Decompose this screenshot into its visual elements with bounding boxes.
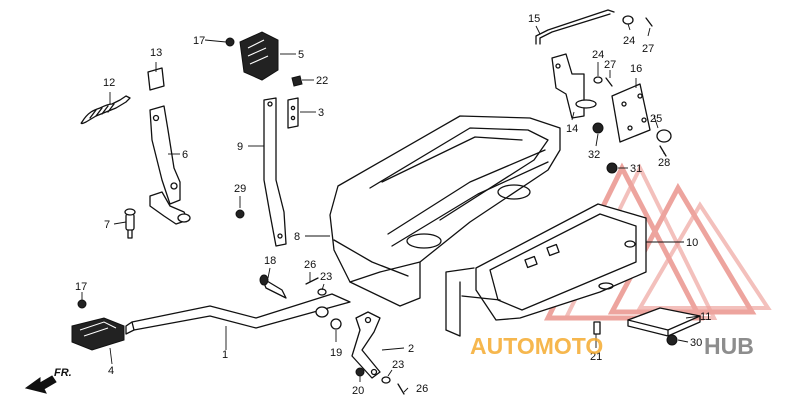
callout-17-upper: 17	[193, 35, 205, 47]
callout-21: 21	[590, 351, 602, 363]
watermark-text: AUTOMOTO HUB	[470, 333, 754, 359]
callout-22: 22	[316, 75, 328, 87]
part-rod	[263, 97, 287, 247]
part-cover	[329, 115, 561, 307]
callout-11: 11	[700, 311, 711, 323]
front-direction-arrow: FR.	[24, 367, 72, 394]
callout-27-mid: 27	[604, 59, 616, 71]
callout-23-mid: 23	[320, 271, 332, 283]
callout-32: 32	[588, 149, 600, 161]
part-spring	[80, 95, 131, 125]
callout-1: 1	[222, 349, 228, 361]
part-pin	[124, 208, 136, 239]
part-base-tray	[445, 203, 647, 337]
callout-12: 12	[103, 77, 115, 89]
part-knob	[239, 31, 279, 81]
part-bolt-18	[259, 274, 287, 299]
part-lever-arm	[125, 293, 351, 335]
watermark-automoto: AUTOMOTO	[470, 333, 603, 359]
callout-30: 30	[690, 337, 702, 349]
callout-20: 20	[352, 385, 364, 397]
callout-29: 29	[234, 183, 246, 195]
callout-25: 25	[650, 113, 662, 125]
callout-18: 18	[264, 255, 276, 267]
callout-4: 4	[108, 365, 114, 377]
hardware-parts	[77, 15, 678, 395]
callout-15: 15	[528, 13, 540, 25]
part-wire	[535, 9, 615, 45]
callout-labels: 1 2 3 4 5 6 7 8 9 10 11 12 13 14 15 16 1…	[75, 13, 711, 397]
part-link	[351, 311, 381, 379]
part-upper-bracket	[551, 53, 597, 119]
part-plate	[287, 97, 299, 129]
callout-24-mid: 24	[592, 49, 604, 61]
callout-6: 6	[182, 149, 188, 161]
callout-19: 19	[330, 347, 342, 359]
callout-16: 16	[630, 63, 642, 75]
callout-3: 3	[318, 107, 324, 119]
callout-7: 7	[104, 219, 110, 231]
callout-8: 8	[294, 231, 300, 243]
callout-5: 5	[298, 49, 304, 61]
callout-14: 14	[566, 123, 578, 135]
part-pad	[147, 67, 165, 91]
part-grip	[71, 317, 125, 351]
callout-28: 28	[658, 157, 670, 169]
part-bracket-left	[149, 105, 191, 225]
callout-17-lower: 17	[75, 281, 87, 293]
callout-10: 10	[686, 237, 698, 249]
callout-2: 2	[408, 343, 414, 355]
leader-lines	[81, 23, 701, 393]
callout-27-upper: 27	[642, 43, 654, 55]
callout-26-low: 26	[416, 383, 428, 395]
part-mount-plate	[611, 83, 651, 143]
callout-13: 13	[150, 47, 162, 59]
direction-label: FR.	[54, 367, 72, 379]
callout-31: 31	[630, 163, 642, 175]
callout-23-low: 23	[392, 359, 404, 371]
part-bracket	[627, 307, 701, 337]
callout-9: 9	[237, 141, 243, 153]
watermark-hub: HUB	[704, 333, 754, 359]
callout-24-upper: 24	[623, 35, 635, 47]
callout-26-mid: 26	[304, 259, 316, 271]
